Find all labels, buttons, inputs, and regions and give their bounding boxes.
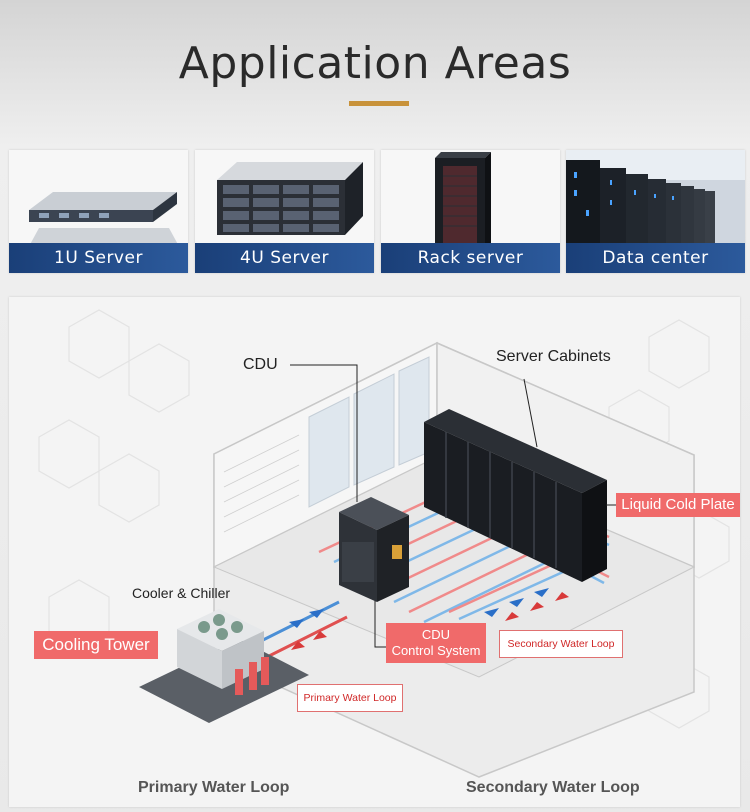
cdu-label: CDU	[243, 356, 278, 373]
card-1u-server[interactable]: 1U Server	[9, 150, 188, 273]
rack-server-image	[381, 150, 560, 243]
cdu-control-system-tag: CDU Control System	[386, 623, 486, 663]
cdu-control-line2: Control System	[391, 643, 481, 658]
card-rack-server[interactable]: Rack server	[381, 150, 560, 273]
title-underline	[349, 101, 409, 106]
server-cabinets-graphic	[424, 409, 607, 582]
card-label: 4U Server	[195, 243, 374, 273]
cooler-chiller-graphic	[139, 609, 309, 723]
page-title: Application Areas	[178, 38, 572, 89]
footer-primary-loop: Primary Water Loop	[138, 779, 290, 796]
1u-server-image	[9, 150, 188, 243]
data-center-image	[566, 150, 745, 243]
card-label: 1U Server	[9, 243, 188, 273]
card-label: Data center	[566, 243, 745, 273]
leader-lines	[290, 364, 616, 648]
cooling-tower-tag: Cooling Tower	[34, 631, 158, 659]
cooling-diagram: CDU Server Cabinets Liquid Cold Plate Co…	[9, 297, 740, 807]
server-cabinets-label: Server Cabinets	[496, 348, 611, 365]
footer-secondary-loop: Secondary Water Loop	[466, 779, 640, 796]
secondary-loop-tag: Secondary Water Loop	[499, 630, 623, 658]
card-label: Rack server	[381, 243, 560, 273]
primary-loop-tag: Primary Water Loop	[297, 684, 403, 712]
flow-arrows	[289, 588, 569, 650]
4u-server-image	[195, 150, 374, 243]
card-4u-server[interactable]: 4U Server	[195, 150, 374, 273]
cooler-chiller-label: Cooler & Chiller	[132, 585, 231, 601]
cdu-control-line1: CDU	[421, 627, 451, 642]
card-data-center[interactable]: Data center	[566, 150, 745, 273]
cdu-graphic	[339, 497, 409, 602]
liquid-cold-plate-tag: Liquid Cold Plate	[616, 493, 740, 517]
diagram-illustration	[38, 309, 730, 778]
